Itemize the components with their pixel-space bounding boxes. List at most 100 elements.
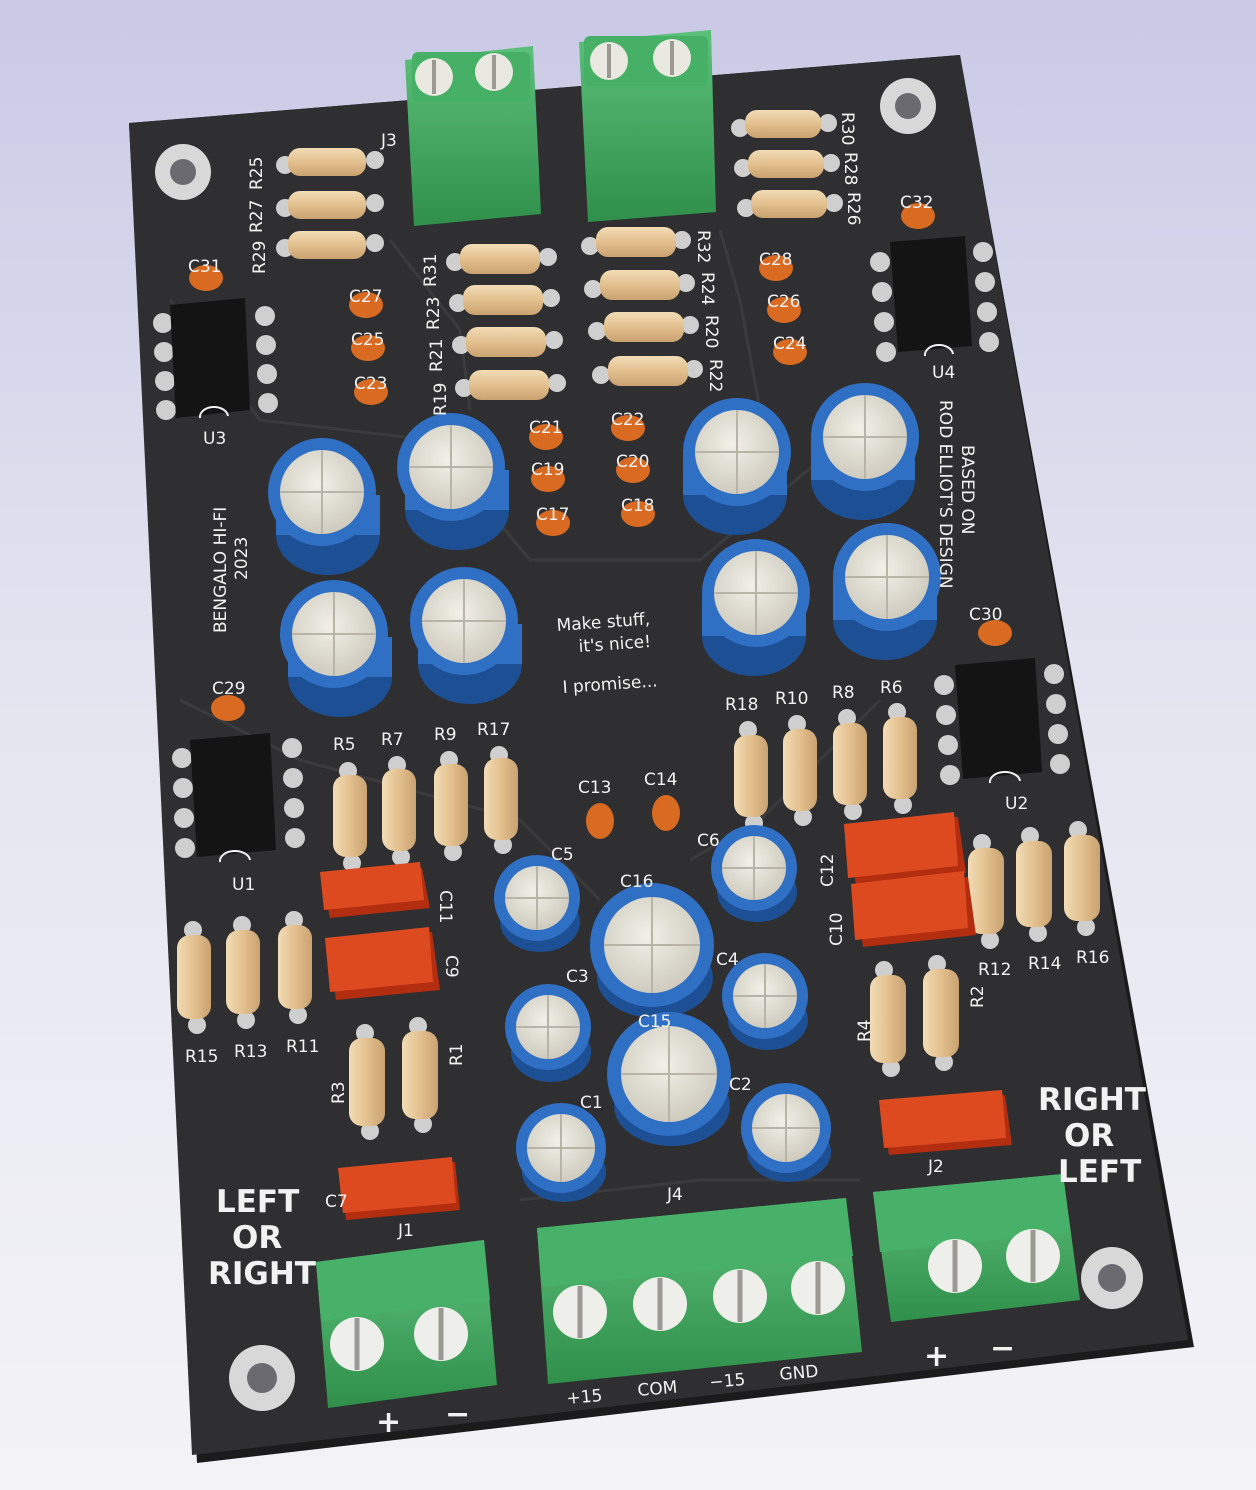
terminal-block-j1 [316, 1240, 497, 1408]
ic-u4 [870, 236, 999, 362]
ref-c16: C16 [620, 872, 654, 892]
ref-c27: C27 [349, 287, 383, 307]
ref-c9: C9 [441, 955, 461, 978]
terminal-block-j4 [537, 1198, 862, 1384]
ref-r22: R22 [705, 359, 725, 392]
label-pin-com: COM [637, 1378, 679, 1401]
label-based-on: BASED ON [957, 445, 977, 534]
ref-r23: R23 [424, 297, 444, 330]
ceramic-capacitors [189, 203, 1012, 839]
ref-j2: J2 [927, 1157, 944, 1177]
label-right-or-left-3: LEFT [1058, 1154, 1141, 1190]
ref-c13: C13 [578, 778, 612, 798]
ref-c10: C10 [827, 912, 847, 946]
label-j2-minus: − [990, 1331, 1015, 1366]
ref-c6: C6 [697, 831, 720, 851]
ref-r26: R26 [843, 192, 863, 225]
ref-c19: C19 [531, 460, 565, 480]
label-rod-elliot: ROD ELLIOT'S DESIGN [935, 400, 955, 589]
ref-c3: C3 [566, 967, 589, 987]
label-right-or-left-2: OR [1064, 1118, 1114, 1154]
ref-c20: C20 [616, 452, 650, 472]
ref-c22: C22 [611, 410, 645, 430]
ref-r10: R10 [775, 689, 808, 709]
ref-c28: C28 [759, 250, 793, 270]
film-capacitors [320, 812, 1012, 1220]
ref-r27: R27 [247, 200, 267, 233]
label-left-or-right-1: LEFT [216, 1184, 299, 1220]
ref-c31: C31 [188, 257, 222, 277]
ref-r28: R28 [840, 152, 860, 185]
ref-u1: U1 [232, 875, 255, 895]
ref-c12: C12 [818, 853, 838, 887]
label-bengalo: BENGALO HI-FI [211, 507, 231, 633]
ref-c2: C2 [729, 1075, 752, 1095]
ref-c26: C26 [767, 292, 801, 312]
ref-c5: C5 [551, 845, 574, 865]
ref-c24: C24 [773, 334, 807, 354]
ref-r2: R2 [968, 985, 988, 1008]
electrolytic-capacitors-small [494, 825, 831, 1202]
ref-r31: R31 [421, 254, 441, 287]
ic-u3 [153, 298, 278, 420]
ref-r15: R15 [185, 1047, 218, 1067]
ref-c7: C7 [325, 1192, 348, 1212]
ref-r9: R9 [434, 725, 457, 745]
ref-r21: R21 [427, 339, 447, 372]
ref-j3: J3 [380, 131, 397, 151]
ref-r29: R29 [250, 241, 270, 274]
ref-r19: R19 [431, 383, 451, 416]
ref-c25: C25 [351, 330, 385, 350]
ref-u3: U3 [203, 429, 226, 449]
label-j2-plus: + [924, 1339, 949, 1374]
label-pin-plus15: +15 [566, 1386, 603, 1409]
mounting-hole-bottom-right [1081, 1247, 1143, 1309]
electrolytic-capacitors-large [268, 383, 941, 717]
ref-r18: R18 [725, 695, 758, 715]
ref-c11: C11 [435, 890, 455, 924]
label-left-or-right-3: RIGHT [208, 1256, 316, 1292]
label-j1-minus: − [445, 1397, 470, 1432]
ref-c29: C29 [212, 679, 246, 699]
resistors-horizontal [276, 110, 843, 400]
label-right-or-left-1: RIGHT [1038, 1082, 1146, 1118]
ref-j4: J4 [666, 1185, 683, 1205]
silkscreen-labels: LEFT OR RIGHT RIGHT OR LEFT BENGALO HI-F… [208, 400, 1146, 1440]
ref-c30: C30 [969, 605, 1003, 625]
ref-r17: R17 [477, 720, 510, 740]
ref-r7: R7 [381, 730, 404, 750]
ref-c18: C18 [621, 496, 655, 516]
label-pin-gnd: GND [779, 1362, 820, 1385]
mounting-hole-top-left [155, 144, 211, 200]
ref-r20: R20 [701, 315, 721, 348]
ref-r11: R11 [286, 1037, 319, 1057]
mounting-hole-bottom-left [229, 1345, 295, 1411]
label-left-or-right-2: OR [232, 1220, 282, 1256]
terminal-block-top-right [579, 30, 716, 222]
ref-r30: R30 [837, 112, 857, 145]
ref-c1: C1 [580, 1093, 603, 1113]
label-pin-minus15: −15 [709, 1370, 746, 1393]
ref-r24: R24 [697, 272, 717, 305]
ref-u2: U2 [1005, 794, 1028, 814]
ref-r6: R6 [880, 678, 903, 698]
ref-r3: R3 [329, 1081, 349, 1104]
ref-r1: R1 [447, 1043, 467, 1066]
ref-u4: U4 [932, 363, 955, 383]
resistors-vertical [177, 703, 1100, 1140]
ref-r12: R12 [978, 960, 1011, 980]
mounting-hole-top-right [880, 78, 936, 134]
ic-u1 [172, 733, 305, 863]
ref-r8: R8 [832, 683, 855, 703]
ref-c17: C17 [536, 505, 570, 525]
ref-r16: R16 [1076, 948, 1109, 968]
ref-r5: R5 [333, 735, 356, 755]
ref-r25: R25 [247, 157, 267, 190]
ref-c4: C4 [716, 950, 739, 970]
label-j1-plus: + [376, 1405, 401, 1440]
ref-c15: C15 [638, 1012, 672, 1032]
terminal-block-j2 [873, 1174, 1080, 1322]
terminal-block-j3 [405, 46, 541, 226]
ref-c14: C14 [644, 770, 678, 790]
